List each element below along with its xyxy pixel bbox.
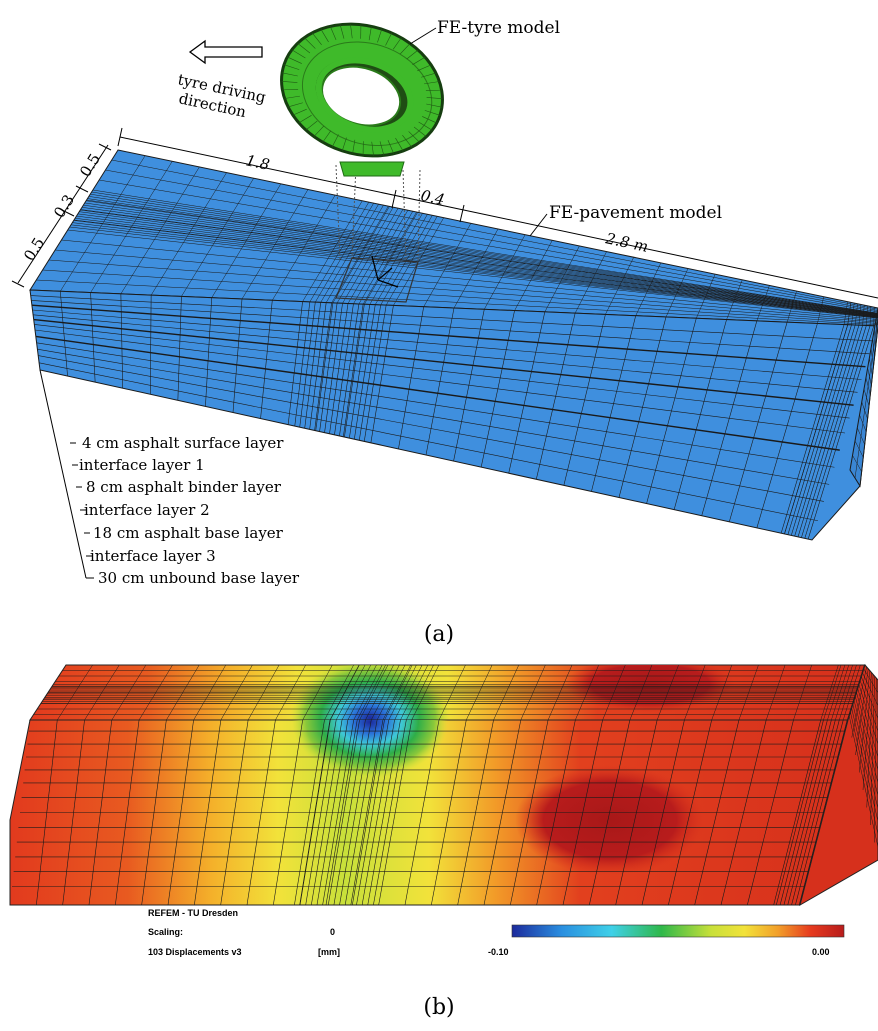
result-label: 103 Displacements v3 [148, 947, 242, 957]
layer-6-label: interface layer 3 [90, 547, 216, 565]
pavement-mesh [30, 155, 878, 540]
layer-4-label: interface layer 2 [84, 501, 210, 519]
software-label: REFEM - TU Dresden [148, 908, 238, 918]
scaling-label: Scaling: [148, 927, 183, 937]
tyre-load-patch [335, 257, 419, 303]
length-dimension-lines [117, 127, 878, 299]
colorbar-max-label: 0.00 [812, 947, 830, 957]
axes-triad-icon [371, 255, 399, 288]
contour-mesh [12, 664, 878, 906]
layer-leader-lines [39, 369, 94, 579]
unit-label: [mm] [318, 947, 340, 957]
caption-b: (b) [423, 995, 454, 1020]
scaling-value: 0 [330, 927, 335, 937]
width-dimension-lines [11, 143, 112, 288]
colorbar [511, 924, 845, 938]
driving-direction-arrow-icon [188, 39, 263, 65]
tyre-model-label: FE-tyre model [437, 18, 560, 38]
dimension-width-0-5-top: 0.5 [76, 150, 104, 180]
layer-5-label: 18 cm asphalt base layer [93, 524, 284, 542]
dimension-width-0-3: 0.3 [50, 191, 78, 221]
pavement-top-face [29, 149, 878, 327]
layer-1-label: 4 cm asphalt surface layer [82, 434, 284, 452]
pavement-right-face [849, 307, 878, 488]
layer-2-label: interface layer 1 [79, 456, 205, 474]
dimension-width-0-5-bottom: 0.5 [20, 234, 48, 264]
dimension-0-4: 0.4 [419, 186, 446, 209]
caption-a: (a) [424, 622, 454, 647]
figure-a: tyre driving direction FE-tyre model FE-… [11, 18, 878, 647]
fe-tyre-model [280, 22, 444, 263]
figure-b: REFEM - TU Dresden Scaling: 0 103 Displa… [9, 663, 878, 1020]
colorbar-min-label: -0.10 [488, 947, 509, 957]
pavement-model-label: FE-pavement model [549, 203, 722, 223]
layer-3-label: 8 cm asphalt binder layer [86, 478, 282, 496]
dimension-1-8: 1.8 [244, 151, 271, 174]
layer-7-label: 30 cm unbound base layer [98, 569, 300, 587]
